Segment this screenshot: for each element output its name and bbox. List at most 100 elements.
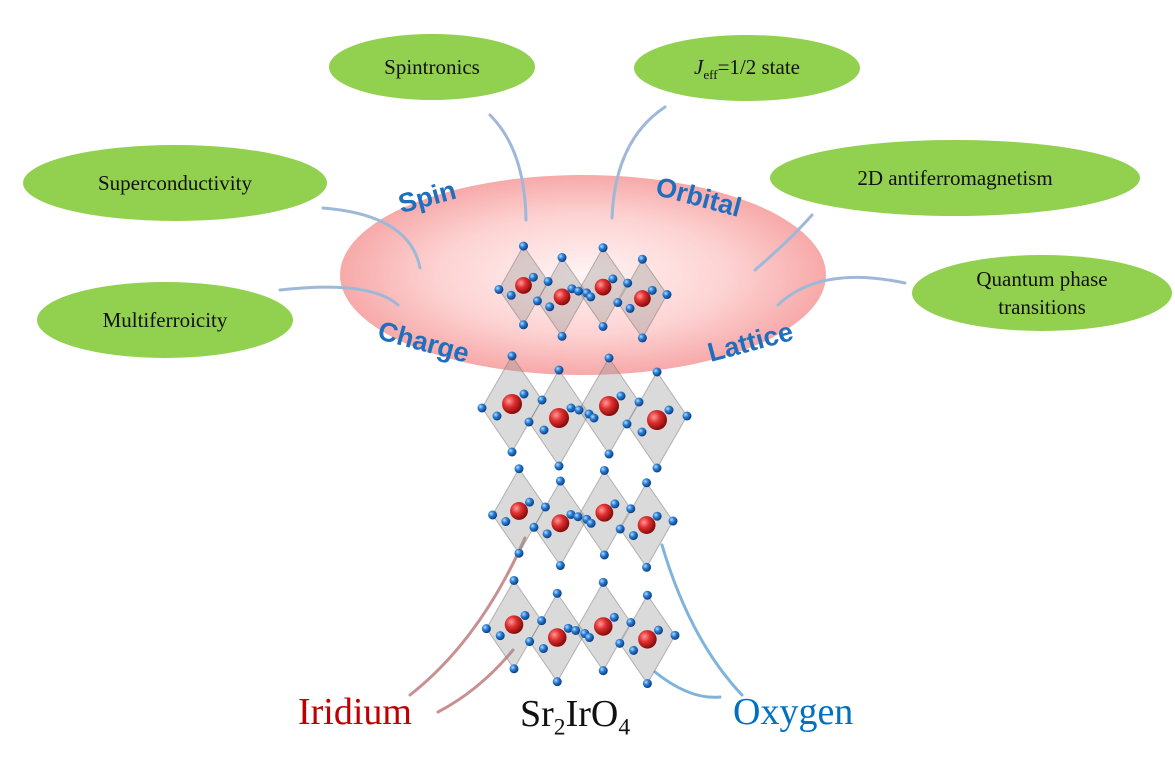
- oxygen-atom: [637, 333, 647, 343]
- oxygen-atom: [501, 517, 511, 527]
- oxygen-atom: [488, 510, 498, 520]
- iridium-atom: [510, 502, 528, 520]
- oxygen-atom: [634, 397, 644, 407]
- oxygen-atom: [626, 504, 636, 514]
- bubble-2d-antiferromagnetism: 2D antiferromagnetism: [770, 140, 1140, 216]
- leader-superconductivity: [321, 206, 422, 270]
- legend-oxygen: Oxygen: [733, 691, 854, 733]
- oxygen-atom: [664, 405, 674, 415]
- oxygen-atom: [629, 645, 639, 655]
- leader-oxygen-1: [660, 543, 744, 697]
- oxygen-atom: [557, 253, 567, 263]
- legend-iridium: Iridium: [298, 691, 412, 733]
- oxygen-atom: [507, 351, 517, 361]
- leader-multiferroicity: [278, 285, 400, 307]
- iridium-atom: [504, 615, 524, 634]
- bubble-superconductivity: Superconductivity: [23, 145, 327, 221]
- iridium-atom: [553, 288, 571, 306]
- oxygen-atom: [616, 391, 626, 401]
- sr2iro4-crystal-structure: [477, 241, 692, 689]
- iridium-atom: [647, 410, 667, 430]
- oxygen-atom: [628, 531, 638, 541]
- oxygen-atom: [615, 638, 625, 648]
- oxygen-atom: [477, 403, 487, 413]
- oxygen-atom: [528, 272, 538, 282]
- oxygen-atom: [555, 561, 565, 571]
- oxygen-atom: [481, 624, 491, 634]
- oxygen-atom: [573, 286, 583, 296]
- oxygen-atom: [537, 616, 547, 626]
- label-superconductivity: Superconductivity: [98, 170, 252, 195]
- iridium-atom: [593, 617, 613, 636]
- iridium-atom: [634, 290, 651, 307]
- crystal-layer: [488, 464, 678, 572]
- oxygen-atom: [598, 321, 608, 331]
- oxygen-atom: [509, 575, 519, 585]
- formula-sr2iro4: Sr2IrO4: [520, 693, 631, 741]
- oxygen-atom: [604, 353, 614, 363]
- oxygen-atom: [538, 644, 548, 654]
- oxygen-atom: [599, 550, 609, 560]
- oxygen-atom: [525, 637, 535, 647]
- iridium-atom: [637, 516, 656, 534]
- oxygen-atom: [615, 524, 625, 534]
- leader-spintronics: [488, 113, 528, 222]
- oxygen-atom: [554, 461, 564, 471]
- oxygen-atom: [586, 518, 596, 528]
- correlation-halo: [340, 175, 826, 375]
- oxygen-atom: [519, 241, 528, 251]
- oxygen-atom: [610, 499, 620, 509]
- bubble-quantum-phase-transitions: Quantum phase transitions: [912, 255, 1172, 331]
- oxygen-atom: [589, 413, 599, 423]
- oxygen-atom: [604, 449, 614, 459]
- oxygen-atom: [532, 296, 542, 306]
- oxygen-atom: [552, 588, 562, 598]
- oxygen-atom: [494, 284, 504, 294]
- oxygen-atom: [670, 630, 680, 640]
- oxygen-atom: [642, 590, 652, 600]
- oxygen-atom: [609, 612, 619, 622]
- iridium-atom: [502, 394, 522, 414]
- oxygen-atom: [574, 405, 584, 415]
- crystal-layer: [481, 575, 680, 689]
- oxygen-atom: [613, 298, 623, 308]
- oxygen-atom: [599, 465, 609, 475]
- iridium-atom: [638, 630, 657, 649]
- oxygen-atom: [652, 511, 662, 521]
- label-spintronics: Spintronics: [384, 54, 480, 79]
- oxygen-atom: [652, 463, 662, 473]
- oxygen-atom: [584, 633, 594, 643]
- bubble-multiferroicity: Multiferroicity: [37, 282, 293, 358]
- oxygen-atom: [519, 320, 528, 330]
- oxygen-atom: [653, 625, 663, 635]
- bubble-jeff-state: Jeff=1/2 state: [634, 35, 860, 101]
- oxygen-atom: [506, 290, 516, 300]
- iridium-atom: [547, 628, 567, 647]
- crystal-layer: [494, 241, 672, 343]
- oxygen-atom: [519, 389, 529, 399]
- oxygen-atom: [682, 411, 692, 421]
- oxygen-atom: [566, 403, 576, 413]
- oxygen-atom: [598, 577, 608, 587]
- oxygen-atom: [625, 303, 635, 313]
- oxygen-atom: [524, 417, 534, 427]
- leader-iridium-1: [408, 536, 527, 697]
- oxygen-atom: [514, 464, 524, 474]
- oxygen-atom: [642, 562, 652, 572]
- oxygen-atom: [573, 512, 583, 522]
- oxygen-atom: [514, 548, 524, 558]
- oxygen-atom: [642, 679, 652, 689]
- oxygen-atom: [637, 427, 647, 437]
- oxygen-atom: [652, 367, 662, 377]
- oxygen-atom: [563, 623, 573, 633]
- oxygen-atom: [668, 516, 678, 526]
- leader-jeff: [610, 105, 667, 220]
- oxygen-atom: [520, 610, 530, 620]
- oxygen-atom: [529, 522, 539, 532]
- oxygen-atom: [552, 677, 562, 687]
- oxygen-atom: [554, 365, 564, 375]
- leader-quantum: [776, 275, 907, 307]
- oxygen-atom: [495, 631, 505, 641]
- oxygen-atom: [540, 502, 550, 512]
